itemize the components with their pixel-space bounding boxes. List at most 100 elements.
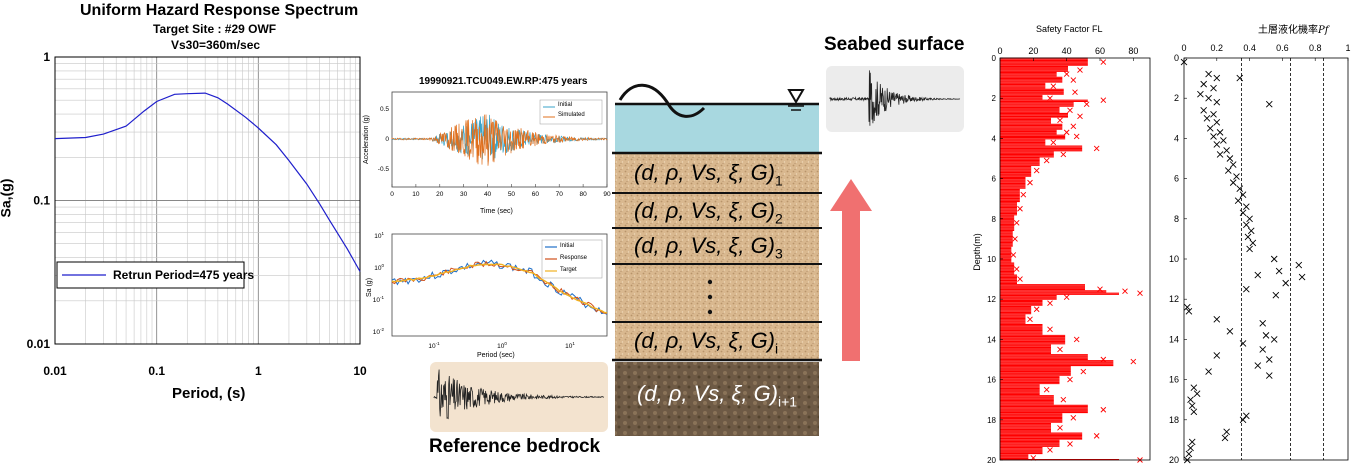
layer-label-subscript: i+1: [778, 393, 798, 410]
fl-point: [1020, 191, 1027, 198]
fl-xtick-label: 0: [997, 46, 1002, 56]
pf-point: [1233, 173, 1240, 180]
pf-point: [1239, 416, 1247, 424]
fl-point: [1100, 356, 1107, 363]
pf-point: [1220, 137, 1227, 144]
fl-xtick-label: 60: [1095, 46, 1105, 56]
layer-label-3: (d, ρ, Vs, ξ, G)3: [634, 233, 783, 261]
fl-ytick-label: 16: [987, 376, 996, 385]
ellipsis-dot-1: [707, 279, 713, 285]
sa-xtick-exp: 0: [504, 341, 507, 346]
fl-title: Safety Factor FL: [1036, 24, 1103, 34]
uhs-spectrum-line: [54, 92, 361, 272]
fl-ytick-label: 8: [992, 215, 997, 224]
fl-point: [1047, 326, 1053, 333]
fl-point: [1083, 101, 1090, 108]
fl-point: [1047, 95, 1053, 102]
pf-point: [1185, 307, 1193, 315]
seabed-label: Seabed surface: [824, 34, 965, 55]
fl-point: [1067, 376, 1073, 383]
surface-seismogram-box: [826, 66, 964, 132]
pf-point: [1239, 340, 1247, 347]
pf-xtick-label: 0.4: [1243, 43, 1256, 53]
ellipsis-dot-2: [707, 294, 713, 300]
fl-ytick-label: 4: [992, 134, 997, 143]
sa-ytick-label: 10-2: [373, 327, 385, 336]
fl-point: [1060, 151, 1067, 158]
pf-point: [1282, 279, 1289, 287]
fl-point: [1097, 286, 1103, 292]
fl-point: [1047, 300, 1053, 307]
soil-column: (d, ρ, Vs, ξ, G)1 (d, ρ, Vs, ξ, G)2 (d, …: [612, 80, 822, 440]
pf-ytick-label: 12: [1169, 294, 1179, 304]
pf-title-symbol: Pf: [1318, 25, 1329, 36]
fl-point: [1050, 139, 1057, 146]
accel-xtick-label: 20: [436, 191, 444, 198]
pf-title-text: 土層液化機率: [1258, 25, 1318, 36]
fl-point: [1063, 71, 1070, 77]
fl-point: [1027, 316, 1033, 323]
layer-label-main: (d, ρ, Vs, ξ, G): [637, 381, 779, 406]
pf-point: [1224, 167, 1232, 174]
pf-point: [1197, 90, 1204, 98]
fl-point: [1073, 133, 1080, 140]
sa-ytick-label: 100: [374, 263, 384, 272]
pf-point: [1272, 291, 1280, 299]
pf-point: [1213, 74, 1221, 82]
pf-ytick-label: 8: [1174, 214, 1179, 224]
fl-xtick-label: 20: [1028, 46, 1038, 56]
accel-xtick-label: 90: [603, 191, 611, 198]
pf-point: [1183, 456, 1191, 464]
sa-initial-line: [391, 259, 608, 315]
fl-point: [1010, 252, 1017, 258]
fl-ytick-label: 0: [992, 54, 997, 63]
pf-point: [1249, 239, 1257, 247]
fl-point: [1067, 441, 1073, 447]
water-layer: [615, 104, 819, 152]
pf-point: [1265, 372, 1273, 379]
pf-point: [1210, 110, 1217, 118]
soil-layers-fill: [615, 153, 819, 360]
pf-point: [1247, 227, 1255, 235]
fl-point: [1043, 157, 1050, 164]
pf-ytick-label: 10: [1169, 254, 1179, 264]
sa-xtick-label: 100: [497, 341, 507, 350]
pf-point: [1265, 100, 1273, 108]
fl-point: [1100, 59, 1107, 65]
pf-point: [1210, 84, 1217, 92]
fl-point: [1060, 396, 1067, 403]
fl-point: [1070, 414, 1077, 421]
pf-point: [1183, 303, 1191, 311]
fl-ytick-label: 14: [987, 335, 996, 344]
pf-xtick-label: 0.8: [1309, 43, 1322, 53]
pf-point: [1200, 80, 1207, 88]
fl-ytick-label: 10: [987, 255, 996, 264]
layer-label-i: (d, ρ, Vs, ξ, G)i: [634, 328, 778, 356]
upward-arrow-shaft: [842, 209, 860, 361]
pf-point: [1254, 271, 1262, 279]
uhs-subtitle-1: Target Site : #29 OWF: [153, 22, 277, 36]
fl-point: [1073, 336, 1080, 343]
uhs-chart: Uniform Hazard Response Spectrum Target …: [0, 0, 380, 410]
pf-point: [1244, 233, 1252, 241]
pf-point: [1229, 161, 1237, 168]
accel-simulated-trace: [391, 114, 608, 166]
pf-ytick-label: 18: [1169, 415, 1179, 425]
sa-ytick-exp: -1: [380, 295, 384, 300]
pf-point: [1205, 70, 1212, 78]
wave-curve: [618, 83, 706, 118]
pf-point: [1236, 74, 1244, 82]
pf-point: [1223, 428, 1230, 436]
pf-ytick-label: 2: [1174, 93, 1179, 103]
soil-column-svg: [612, 83, 822, 436]
pf-point: [1270, 336, 1278, 343]
pf-xtick-label: 0.6: [1276, 43, 1289, 53]
pf-point: [1187, 396, 1194, 404]
pf-point: [1187, 444, 1194, 452]
accel-xtick-label: 10: [412, 191, 420, 198]
pf-point: [1180, 58, 1188, 66]
